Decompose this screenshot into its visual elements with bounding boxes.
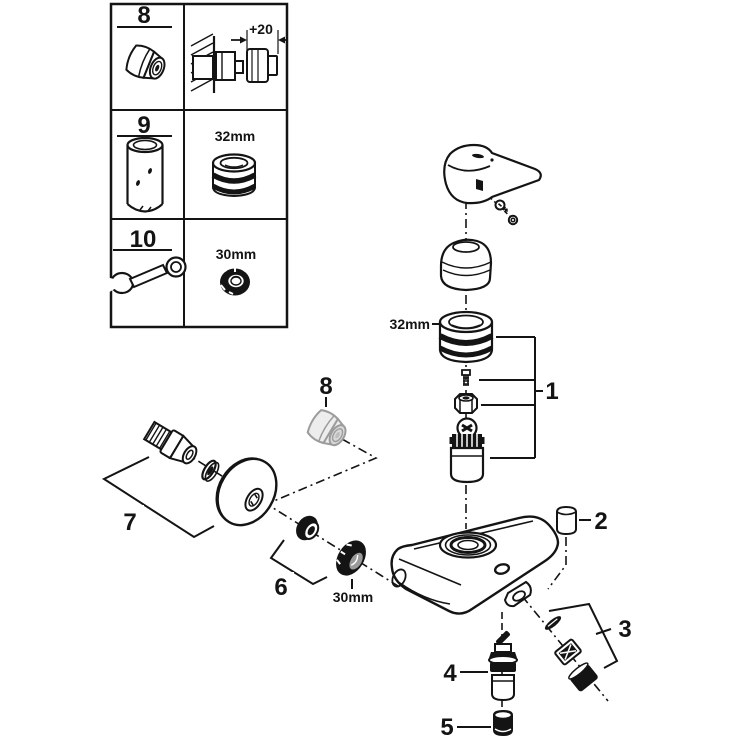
cartridge-screw bbox=[461, 369, 471, 386]
outlet-sleeve bbox=[568, 662, 598, 692]
callout-4: 4 bbox=[443, 660, 457, 687]
diverter-cap bbox=[493, 709, 513, 736]
wrench-icon bbox=[106, 256, 187, 295]
union-washer bbox=[201, 459, 220, 482]
legend-row-8: 8 bbox=[117, 2, 286, 93]
legend-num-10: 10 bbox=[130, 226, 157, 253]
bracket-6 bbox=[269, 539, 328, 586]
legend-dim-30mm: 30mm bbox=[216, 246, 256, 262]
wall-extension-icon: +20 bbox=[190, 21, 286, 93]
ring-nut-32-icon bbox=[211, 153, 257, 198]
nut-30-icon bbox=[220, 267, 250, 296]
socket-tool-icon bbox=[126, 136, 164, 213]
outlet-insert bbox=[554, 638, 582, 666]
lever-handle bbox=[443, 143, 542, 205]
callout-8: 8 bbox=[319, 373, 332, 400]
escutcheon bbox=[215, 457, 278, 527]
diverter bbox=[488, 631, 518, 702]
legend-num-8: 8 bbox=[137, 2, 150, 29]
callout-6: 6 bbox=[274, 574, 287, 601]
cartridge-nut bbox=[454, 393, 478, 414]
dim-32mm-main: 32mm bbox=[390, 316, 430, 332]
legend-num-9: 9 bbox=[137, 112, 150, 139]
callout-3: 3 bbox=[618, 616, 631, 643]
handle-screw bbox=[494, 199, 509, 213]
callout-1: 1 bbox=[545, 378, 558, 405]
bracket-3 bbox=[548, 602, 619, 669]
bracket-7 bbox=[101, 456, 215, 539]
main-parts bbox=[142, 143, 598, 736]
legend-dim-plus20: +20 bbox=[249, 21, 273, 37]
legend-row-10: 10 30mm bbox=[106, 226, 256, 296]
outlet-washer bbox=[544, 616, 562, 630]
handle-cap bbox=[439, 238, 493, 292]
bracket-1 bbox=[479, 336, 543, 459]
union-nut-30 bbox=[336, 540, 366, 576]
callout-5: 5 bbox=[440, 714, 453, 736]
callout-7: 7 bbox=[123, 509, 136, 536]
callout-2: 2 bbox=[594, 508, 607, 535]
center-lines bbox=[149, 186, 609, 711]
legend-table: 8 bbox=[106, 2, 289, 329]
handle-plug bbox=[507, 214, 519, 226]
extension-piece-ghost bbox=[306, 409, 347, 447]
cartridge-ring-nut bbox=[438, 310, 494, 364]
faucet-body bbox=[390, 515, 560, 615]
legend-row-9: 9 32mm bbox=[117, 112, 257, 213]
extension-piece-icon bbox=[125, 44, 166, 80]
inlet-filter bbox=[296, 515, 320, 541]
callouts: 1 32mm 2 3 4 5 6 30mm 7 8 bbox=[101, 316, 632, 736]
cartridge bbox=[449, 417, 485, 484]
top-plug bbox=[556, 505, 577, 536]
dim-30mm-main: 30mm bbox=[333, 589, 373, 605]
legend-dim-32mm: 32mm bbox=[215, 128, 255, 144]
s-union bbox=[142, 420, 198, 465]
